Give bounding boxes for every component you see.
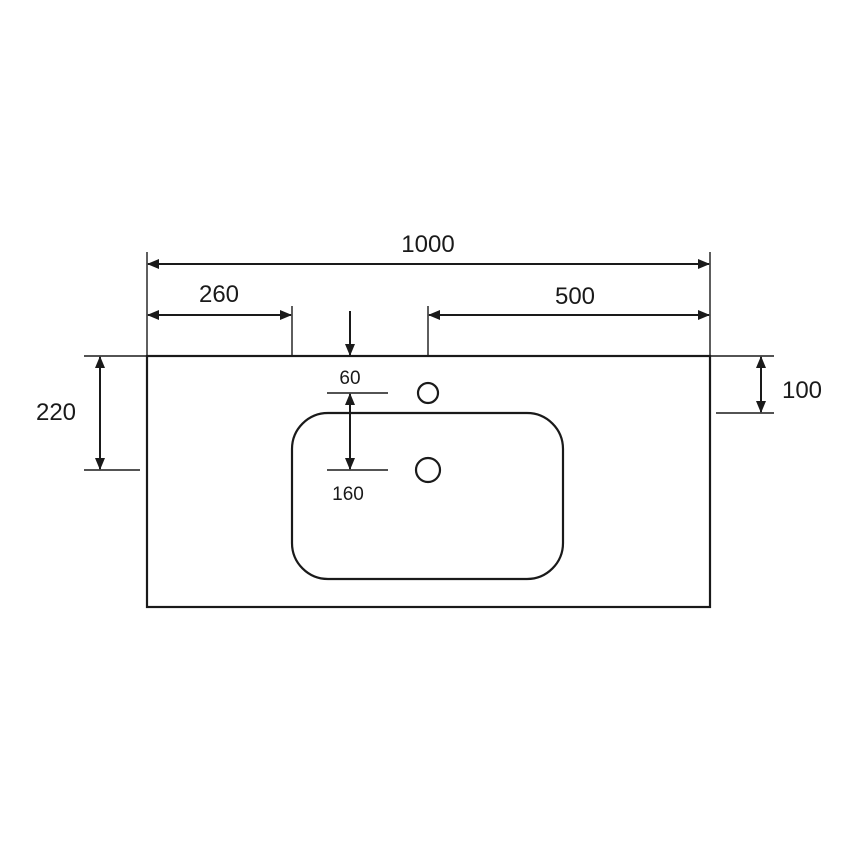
tap-from-back-label: 60 — [339, 368, 360, 389]
tap-hole-offset-label: 100 — [782, 377, 822, 404]
depth-label: 220 — [36, 399, 76, 426]
overall-width-label: 1000 — [401, 231, 454, 258]
right-offset-dimension: 500 — [427, 283, 710, 356]
basin-outline — [290, 411, 565, 581]
tap-hole-offset-dimension: 100 — [710, 355, 822, 414]
hole-spacing-dimension: 60 160 — [327, 368, 388, 505]
depth-dimension: 220 — [36, 355, 147, 471]
left-offset-dimension: 260 — [147, 281, 293, 356]
basin-from-back-label: 160 — [332, 484, 364, 505]
left-offset-label: 260 — [199, 281, 239, 308]
tap-hole — [416, 381, 440, 405]
right-offset-label: 500 — [555, 283, 595, 310]
drain-hole — [414, 456, 442, 484]
overall-width-dimension: 1000 — [146, 231, 711, 356]
